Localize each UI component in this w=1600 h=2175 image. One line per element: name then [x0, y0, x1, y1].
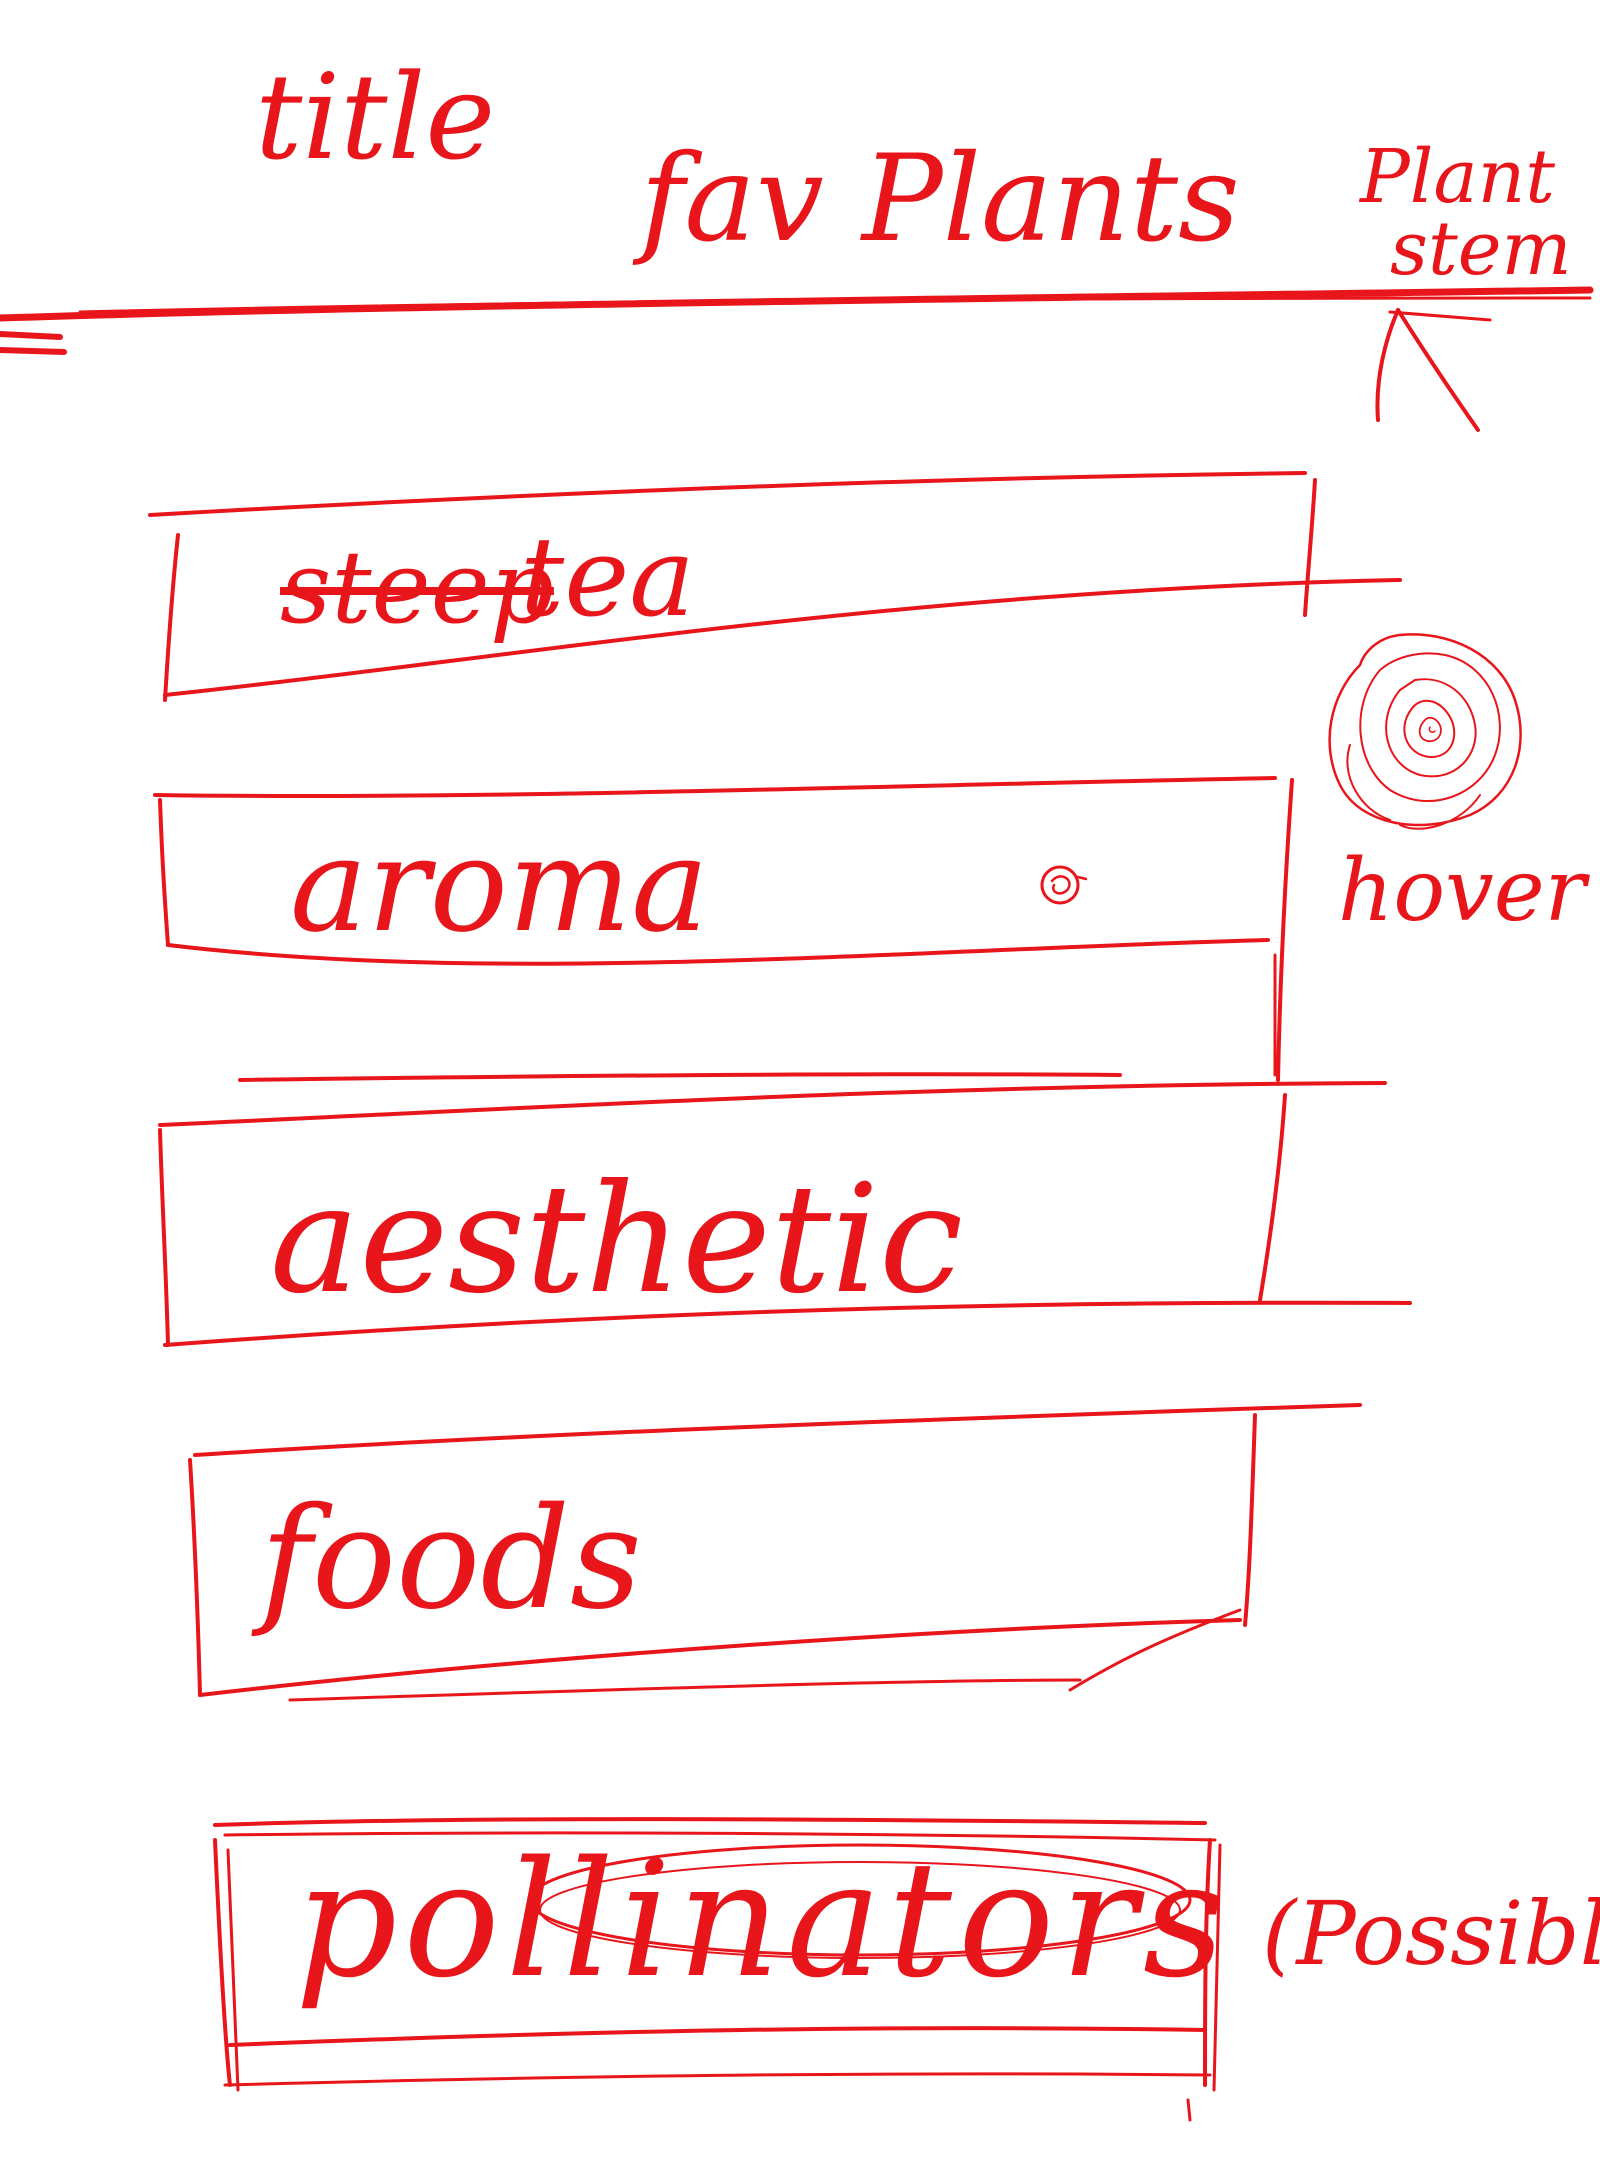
site-title: title — [255, 48, 496, 186]
arrow-up-icon — [1375, 308, 1492, 432]
menu-item-foods[interactable]: foods — [190, 1430, 1250, 1690]
aesthetic-box-outline — [158, 1072, 1412, 1347]
menu-item-aesthetic[interactable]: aesthetic — [160, 1120, 1270, 1340]
possible-annotation: (Possible — [1262, 1882, 1600, 1985]
hover-annotation: hover — [1338, 841, 1586, 941]
menu-item-tea[interactable]: steep tea — [160, 500, 1310, 690]
struck-out-label: steep — [280, 529, 554, 646]
aroma-box-outline — [153, 776, 1294, 1082]
menu-item-label: aroma — [290, 809, 709, 961]
rose-icon — [1328, 633, 1522, 830]
rose-doodle-icon — [1040, 865, 1088, 905]
menu-item-aroma[interactable]: aroma — [160, 790, 1270, 970]
menu-item-pollinators[interactable]: pollinators — [225, 1780, 1225, 2060]
menu-item-label: pollinators — [295, 1826, 1231, 2013]
menu-item-label: aesthetic — [270, 1153, 964, 1327]
menu-item-label: foods — [260, 1478, 642, 1641]
nav-link-plant-stem[interactable]: Plant — [1360, 134, 1555, 220]
nav-link-plant-stem-line2[interactable]: stem — [1390, 206, 1572, 292]
tea-box-outline — [148, 471, 1402, 702]
nav-link-fav-plants[interactable]: fav Plants — [640, 130, 1240, 269]
pollinators-box-outline — [213, 1817, 1222, 2122]
foods-box-outline — [188, 1403, 1362, 1702]
header-divider — [0, 286, 1594, 322]
header-divider-echo — [78, 296, 1592, 314]
menu-item-label: tea — [520, 513, 695, 641]
hamburger-menu-icon[interactable] — [0, 331, 67, 355]
